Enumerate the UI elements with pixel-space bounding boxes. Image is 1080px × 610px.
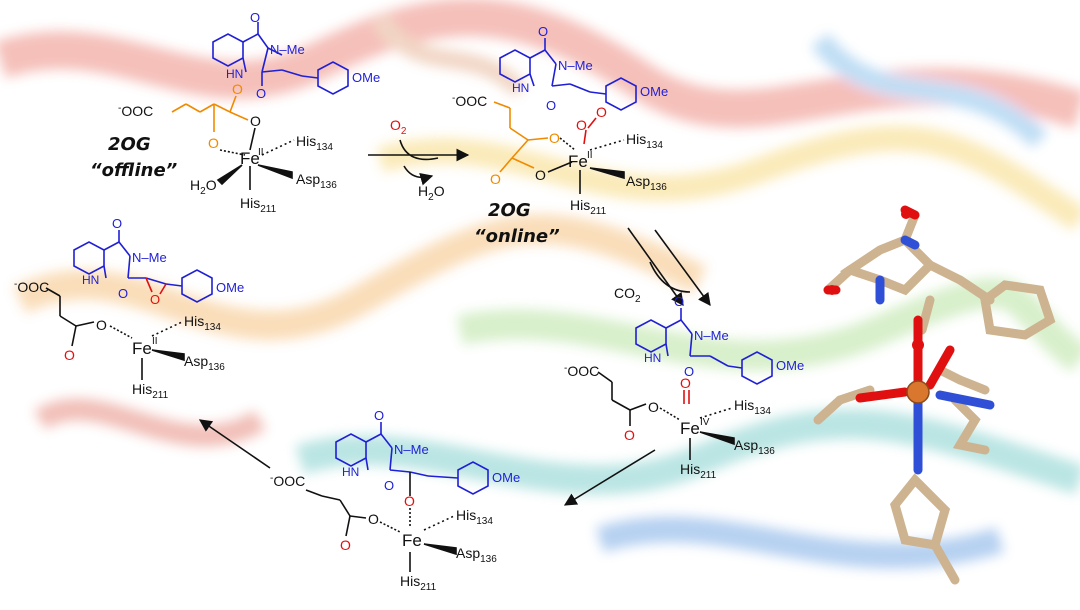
- complex-ferryl: O N–Me HN O OMe -OOC O O O Fe IV His134 …: [564, 294, 804, 481]
- svg-text:HN: HN: [226, 67, 243, 81]
- svg-text:O: O: [150, 292, 160, 307]
- complex-2og-online: O N–Me HN O OMe -OOC O O O Fe II O: [452, 24, 668, 247]
- svg-text:HN: HN: [342, 465, 359, 479]
- svg-text:N–Me: N–Me: [132, 250, 167, 265]
- svg-text:His134: His134: [456, 507, 493, 527]
- co2-label: CO2: [614, 285, 641, 305]
- svg-text:Fe: Fe: [680, 419, 700, 438]
- svg-text:O: O: [368, 511, 379, 527]
- svg-text:HN: HN: [82, 273, 99, 287]
- svg-text:O: O: [490, 171, 501, 187]
- svg-text:Fe: Fe: [402, 531, 422, 550]
- svg-text:His134: His134: [626, 131, 663, 151]
- svg-text:O: O: [680, 375, 691, 391]
- svg-text:His134: His134: [734, 397, 771, 417]
- svg-text:O: O: [596, 104, 607, 120]
- tag-offline: “offline”: [90, 160, 178, 181]
- svg-text:His134: His134: [184, 313, 221, 333]
- svg-text:O: O: [549, 130, 560, 146]
- protein-ribbon-icon: [0, 0, 1080, 569]
- complex-2og-offline: O N–Me HN O OMe -OOC O O O Fe II: [90, 10, 380, 215]
- svg-text:O: O: [546, 98, 556, 113]
- svg-text:IV: IV: [700, 417, 710, 428]
- svg-text:II: II: [587, 150, 593, 161]
- svg-text:-OOC: -OOC: [452, 93, 487, 109]
- svg-text:OMe: OMe: [352, 70, 380, 85]
- svg-text:O: O: [256, 86, 266, 101]
- svg-text:His211: His211: [240, 195, 277, 215]
- svg-text:N–Me: N–Me: [558, 58, 593, 73]
- svg-text:Asp136: Asp136: [626, 173, 667, 193]
- complex-epoxide-product: O N–Me HN O O OMe -OOC O O Fe II His134 …: [14, 216, 244, 401]
- svg-text:O: O: [250, 10, 260, 25]
- svg-text:OMe: OMe: [776, 358, 804, 373]
- svg-text:“online”: “online”: [474, 226, 560, 247]
- svg-text:H2O: H2O: [190, 177, 217, 197]
- svg-text:O: O: [340, 537, 351, 553]
- h2o-released: H2O: [418, 183, 445, 203]
- svg-text:II: II: [258, 147, 264, 158]
- svg-text:O: O: [535, 167, 546, 183]
- reaction-arrows: [198, 139, 711, 506]
- svg-text:O: O: [374, 408, 384, 423]
- svg-text:N–Me: N–Me: [270, 42, 305, 57]
- svg-text:O: O: [538, 24, 548, 39]
- svg-text:His211: His211: [680, 461, 717, 481]
- svg-text:O: O: [250, 113, 261, 129]
- svg-text:Asp136: Asp136: [296, 171, 337, 191]
- svg-text:-OOC: -OOC: [118, 103, 153, 119]
- svg-text:HN: HN: [512, 81, 529, 95]
- svg-text:O: O: [112, 216, 122, 231]
- svg-text:-OOC: -OOC: [270, 473, 305, 489]
- svg-text:His134: His134: [296, 133, 333, 153]
- svg-text:N–Me: N–Me: [694, 328, 729, 343]
- svg-text:O: O: [208, 135, 219, 151]
- svg-text:N–Me: N–Me: [394, 442, 429, 457]
- complex-alkoxide: O N–Me HN O OMe O -OOC O O Fe His134 Asp…: [270, 408, 520, 593]
- svg-text:O: O: [684, 364, 694, 379]
- ball-and-stick-active-site-icon: [813, 205, 1056, 585]
- svg-text:Fe: Fe: [568, 152, 588, 171]
- svg-text:O: O: [118, 286, 128, 301]
- svg-text:-OOC: -OOC: [564, 363, 599, 379]
- fe-label: Fe: [240, 149, 260, 168]
- svg-text:-OOC: -OOC: [14, 279, 49, 295]
- svg-text:OMe: OMe: [492, 470, 520, 485]
- svg-text:Asp136: Asp136: [184, 353, 225, 373]
- svg-text:O: O: [384, 478, 394, 493]
- svg-text:O: O: [64, 347, 75, 363]
- svg-text:O: O: [232, 81, 243, 97]
- svg-text:O: O: [674, 294, 684, 309]
- svg-text:II: II: [152, 336, 158, 347]
- svg-text:OMe: OMe: [216, 280, 244, 295]
- tag-2og: 2OG: [108, 134, 151, 155]
- svg-text:His211: His211: [570, 197, 607, 217]
- svg-text:Asp136: Asp136: [734, 437, 775, 457]
- svg-text:2OG: 2OG: [488, 200, 531, 221]
- o2-label: O2: [390, 117, 407, 137]
- svg-text:HN: HN: [644, 351, 661, 365]
- svg-text:Asp136: Asp136: [456, 545, 497, 565]
- svg-text:His211: His211: [132, 381, 169, 401]
- svg-text:O: O: [96, 317, 107, 333]
- svg-text:OMe: OMe: [640, 84, 668, 99]
- svg-text:O: O: [576, 117, 587, 133]
- svg-text:O: O: [624, 427, 635, 443]
- svg-text:O: O: [404, 493, 415, 509]
- svg-text:O: O: [648, 399, 659, 415]
- svg-text:Fe: Fe: [132, 339, 152, 358]
- svg-text:His211: His211: [400, 573, 437, 593]
